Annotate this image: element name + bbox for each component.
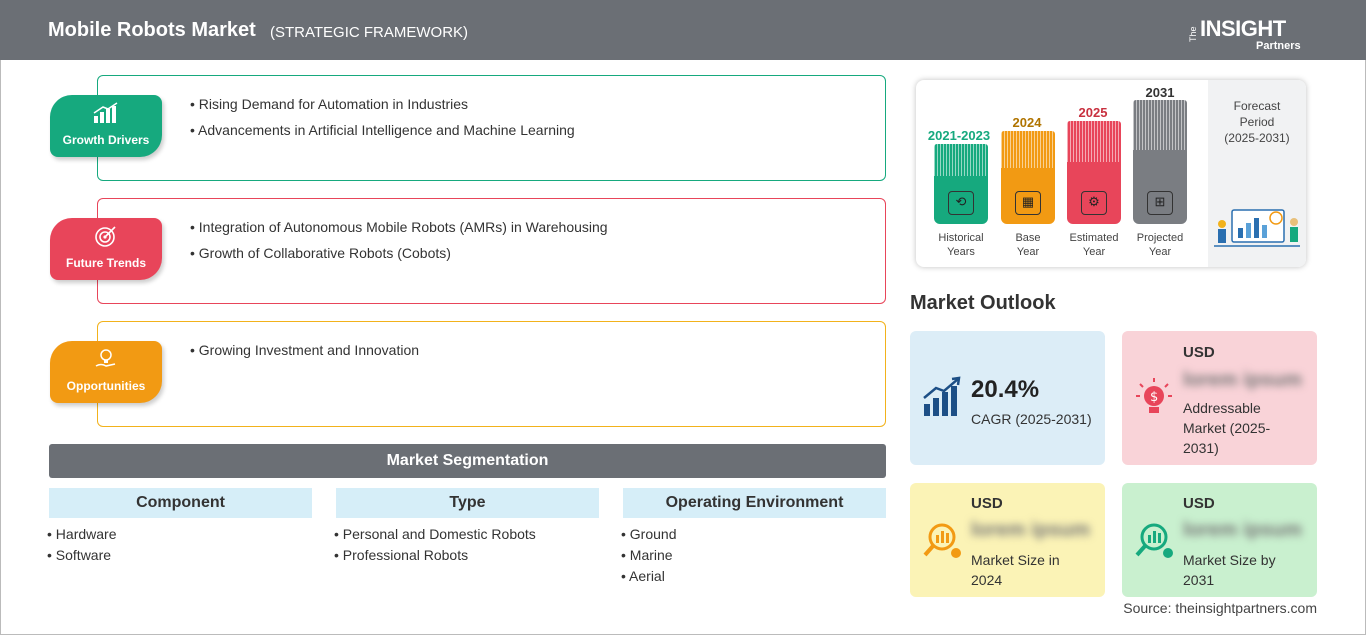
growth-drivers-badge: Growth Drivers	[50, 95, 162, 157]
market-size-2031-card: USD lorem ipsum Market Size by 2031	[1122, 483, 1317, 597]
analytics-people-illustration	[1214, 209, 1300, 247]
magnifier-chart-icon	[1134, 519, 1174, 559]
badge-label: Opportunities	[66, 379, 146, 393]
size-2024-value-blurred: lorem ipsum	[971, 519, 1090, 541]
cagr-label: CAGR (2025-2031)	[971, 411, 1092, 427]
growth-drivers-card: Rising Demand for Automation in Industri…	[97, 75, 886, 181]
timeline-year-historical: 2021-2023	[927, 128, 991, 143]
list-item: Ground	[621, 526, 677, 542]
list-item: Hardware	[47, 526, 117, 542]
segment-heading-operating-environment: Operating Environment	[623, 488, 886, 518]
addressable-value-blurred: lorem ipsum	[1183, 369, 1302, 391]
future-trends-card: Integration of Autonomous Mobile Robots …	[97, 198, 886, 304]
size-2024-label: Market Size in 2024	[971, 552, 1060, 588]
badge-label: Future Trends	[65, 256, 146, 270]
lightbulb-hand-icon	[50, 348, 162, 370]
list-item: Personal and Domestic Robots	[334, 526, 536, 542]
estimate-icon: ⚙	[1081, 191, 1107, 215]
badge-label: Growth Drivers	[62, 133, 150, 147]
list-item: Rising Demand for Automation in Industri…	[190, 96, 575, 112]
magnifier-chart-icon	[922, 519, 962, 559]
market-size-2024-card: USD lorem ipsum Market Size in 2024	[910, 483, 1105, 597]
list-item: Software	[47, 547, 117, 563]
addressable-label: Addressable Market (2025-2031)	[1183, 400, 1271, 456]
size-2031-usd: USD	[1183, 495, 1215, 512]
cagr-card: 20.4% CAGR (2025-2031)	[910, 331, 1105, 465]
timeline-bar-projected	[1133, 100, 1187, 224]
market-outlook-title: Market Outlook	[910, 292, 1056, 314]
page-title: Mobile Robots Market	[48, 19, 256, 41]
svg-text:$: $	[1150, 390, 1158, 405]
money-bulb-icon: $	[1134, 376, 1174, 416]
growth-chart-icon	[50, 102, 162, 124]
header-bar: Mobile Robots Market (STRATEGIC FRAMEWOR…	[0, 0, 1366, 60]
projection-board-icon: ⊞	[1147, 191, 1173, 215]
list-item: Growing Investment and Innovation	[190, 342, 419, 358]
segment-heading-component: Component	[49, 488, 312, 518]
future-trends-badge: Future Trends	[50, 218, 162, 280]
calendar-icon: ▦	[1015, 191, 1041, 215]
timeline-bar-historical	[934, 144, 988, 224]
size-2031-label: Market Size by 2031	[1183, 552, 1276, 588]
list-item: Aerial	[621, 568, 677, 584]
source-link[interactable]: Source: theinsightpartners.com	[1123, 600, 1317, 616]
segment-list-operating-environment: Ground Marine Aerial	[621, 526, 677, 589]
logo-the: The	[1188, 26, 1198, 42]
list-item: Professional Robots	[334, 547, 536, 563]
segmentation-title: Market Segmentation	[49, 444, 886, 478]
growth-chart-icon	[922, 376, 962, 416]
history-icon: ⟲	[948, 191, 974, 215]
list-item: Integration of Autonomous Mobile Robots …	[190, 219, 608, 235]
segment-list-component: Hardware Software	[47, 526, 117, 568]
segment-heading-type: Type	[336, 488, 599, 518]
timeline-bar-base	[1001, 131, 1055, 224]
addressable-usd: USD	[1183, 344, 1215, 361]
timeline-bar-estimated	[1067, 121, 1121, 224]
target-icon	[50, 225, 162, 247]
size-2024-usd: USD	[971, 495, 1003, 512]
opportunities-card: Growing Investment and Innovation	[97, 321, 886, 427]
size-2031-value-blurred: lorem ipsum	[1183, 519, 1302, 541]
list-item: Growth of Collaborative Robots (Cobots)	[190, 245, 608, 261]
timeline-year-base: 2024	[1012, 115, 1042, 130]
timeline-year-projected: 2031	[1145, 85, 1175, 100]
addressable-market-card: $ USD lorem ipsum Addressable Market (20…	[1122, 331, 1317, 465]
timeline-year-estimated: 2025	[1078, 105, 1108, 120]
insight-partners-logo[interactable]: The INSIGHT Partners	[1188, 10, 1318, 54]
logo-partners: Partners	[1256, 40, 1301, 52]
list-item: Marine	[621, 547, 677, 563]
opportunities-badge: Opportunities	[50, 341, 162, 403]
logo-insight: INSIGHT	[1200, 16, 1286, 41]
page-subtitle: (STRATEGIC FRAMEWORK)	[270, 24, 469, 41]
segment-list-type: Personal and Domestic Robots Professiona…	[334, 526, 536, 568]
cagr-value: 20.4%	[971, 376, 1040, 403]
list-item: Advancements in Artificial Intelligence …	[190, 122, 575, 138]
